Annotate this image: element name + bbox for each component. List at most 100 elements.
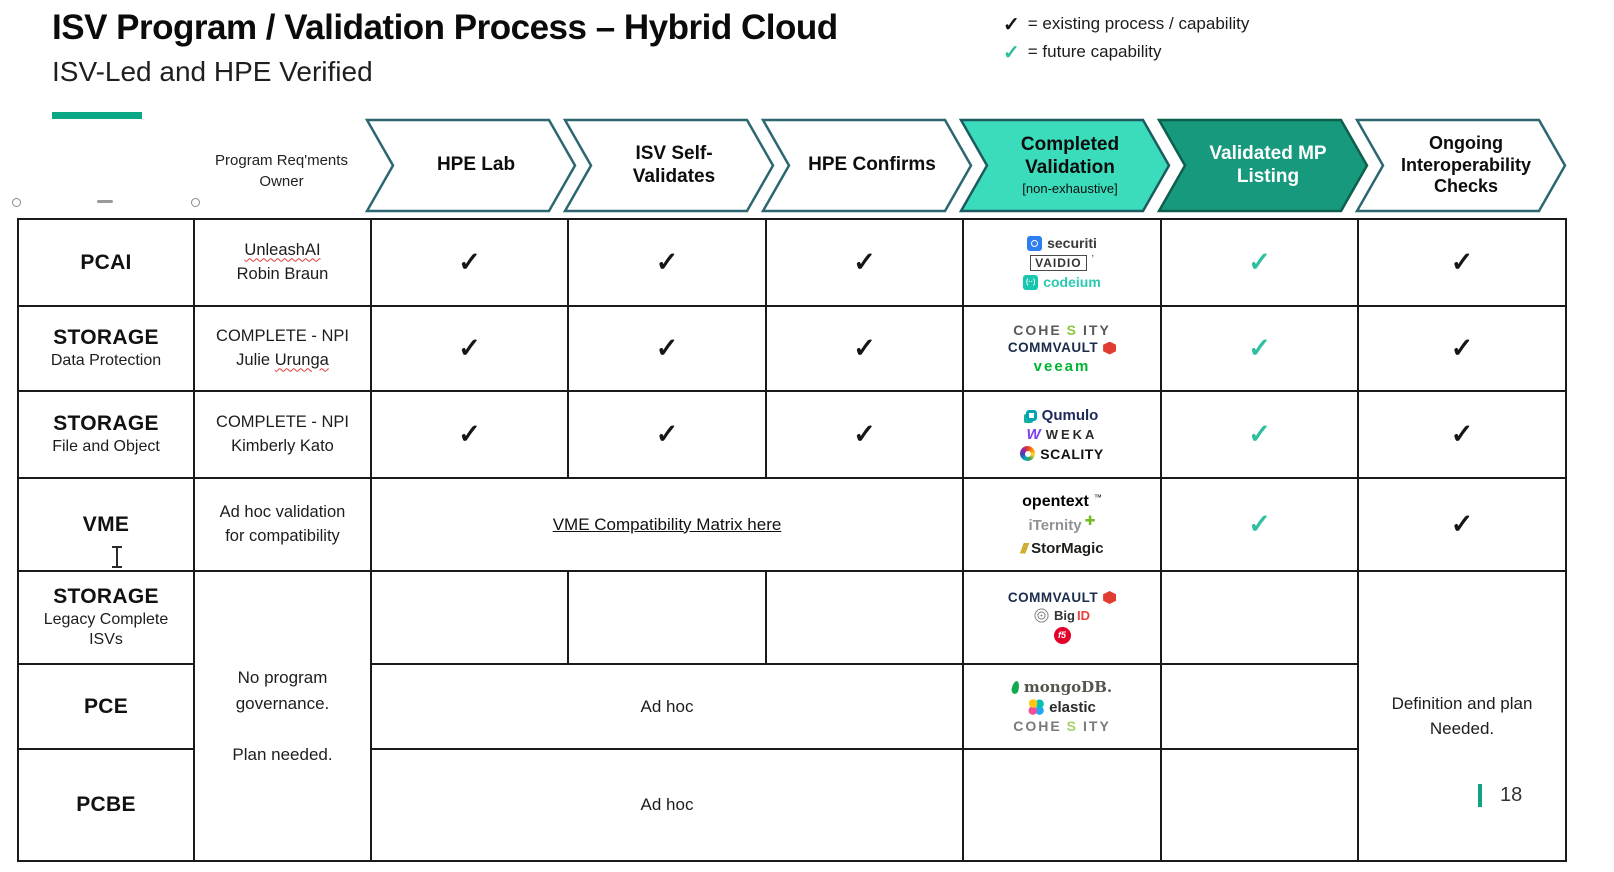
check-existing-icon: ✓	[655, 247, 679, 277]
chevron-ongoing-interoperability: Ongoing Interoperability Checks	[1355, 118, 1567, 213]
elastic-icon	[1028, 699, 1045, 715]
accent-bar	[52, 112, 142, 119]
logo-commvault: COMMVAULT	[1008, 341, 1117, 355]
page-number-text: 18	[1500, 784, 1523, 806]
governance-note: No program governance. Plan needed.	[232, 668, 333, 764]
chevron-hpe-confirms: HPE Confirms	[761, 118, 973, 213]
adhoc-cell-pce: Ad hoc	[372, 665, 962, 748]
program-cell-storage-fo: STORAGE File and Object	[19, 392, 193, 477]
program-title: PCAI	[80, 250, 132, 274]
program-subtitle: File and Object	[52, 438, 160, 455]
page-number-accent-bar	[1478, 784, 1482, 807]
program-subtitle: Legacy Complete ISVs	[43, 611, 169, 648]
program-cell-storage-legacy: STORAGE Legacy Complete ISVs	[19, 572, 193, 663]
program-title: PCE	[83, 694, 129, 718]
chevron-shape	[365, 118, 577, 213]
check-existing-icon: ✓	[1450, 419, 1474, 449]
owner-line: Robin Braun	[236, 264, 329, 283]
logo-cell-pcai: securiti VAIDIO’ (··)codeium	[964, 220, 1160, 305]
check-existing-icon: ✓	[458, 247, 481, 277]
commvault-icon	[1103, 341, 1117, 355]
iternity-icon: ✚	[1084, 512, 1096, 528]
program-title: STORAGE	[53, 326, 159, 349]
check-future-icon: ✓	[1248, 509, 1271, 539]
legend-existing: ✓ = existing process / capability	[1003, 10, 1249, 38]
program-title: STORAGE	[53, 585, 159, 608]
cell-check: ✓	[1162, 307, 1357, 390]
program-title: PCBE	[76, 793, 136, 816]
logo-veeam: veeam	[1033, 357, 1091, 375]
check-existing-icon: ✓	[458, 419, 481, 449]
check-existing-icon: ✓	[458, 333, 481, 363]
owner-cell-vme: Ad hoc validation for compatibility	[195, 479, 370, 570]
empty-cell	[372, 572, 567, 663]
cell-check: ✓	[372, 220, 567, 305]
empty-cell	[1162, 665, 1357, 748]
logo-mongodb: mongoDB.	[1010, 680, 1112, 695]
commvault-icon	[1103, 591, 1117, 604]
chevron-label: Completed Validation [non-exhaustive]	[985, 118, 1155, 213]
owner-cell-pcai: UnleashAI Robin Braun	[195, 220, 370, 305]
slide-subtitle: ISV-Led and HPE Verified	[52, 56, 373, 87]
chevron-isv-self-validates: ISV Self- Validates	[563, 118, 775, 213]
check-future-icon: ✓	[1248, 333, 1271, 363]
scality-icon	[1020, 446, 1036, 461]
program-cell-vme: VME	[19, 479, 193, 570]
slide-title: ISV Program / Validation Process – Hybri…	[52, 8, 838, 47]
governance-note-cell: No program governance. Plan needed.	[195, 572, 370, 860]
codeium-icon: (··)	[1023, 274, 1039, 290]
weka-icon: W	[1026, 426, 1041, 443]
logo-scality: SCALITY	[1020, 446, 1103, 461]
definition-note: Definition and plan Needed.	[1391, 693, 1533, 739]
program-cell-storage-dp: STORAGE Data Protection	[19, 307, 193, 390]
owner-line: for compatibility	[225, 526, 340, 545]
chevron-completed-validation: Completed Validation [non-exhaustive]	[959, 118, 1171, 213]
program-cell-pcbe: PCBE	[19, 750, 193, 860]
legend: ✓ = existing process / capability ✓ = fu…	[1003, 10, 1249, 66]
chevron-label: HPE Lab	[436, 154, 516, 176]
logo-securiti: securiti	[1027, 235, 1097, 251]
logo-f5: f5	[1053, 627, 1071, 645]
check-existing-icon: ✓	[1450, 509, 1474, 539]
cell-check: ✓	[1162, 392, 1357, 477]
cell-check: ✓	[1359, 307, 1565, 390]
chevron-label: ISV Self- Validates	[632, 142, 716, 187]
check-existing-icon: ✓	[1450, 247, 1474, 277]
cell-check: ✓	[372, 392, 567, 477]
selection-handle	[191, 198, 200, 207]
chevron-validated-mp-listing: Validated MP Listing	[1157, 118, 1369, 213]
empty-cell	[569, 572, 765, 663]
program-cell-pcai: PCAI	[19, 220, 193, 305]
check-existing-icon: ✓	[1003, 13, 1020, 36]
selection-handle	[12, 198, 21, 207]
owner-line: UnleashAI	[244, 240, 321, 259]
logo-codeium: (··)codeium	[1023, 274, 1101, 290]
empty-cell	[1162, 572, 1357, 663]
vme-compatibility-link[interactable]: VME Compatibility Matrix here	[552, 514, 782, 534]
legend-future-label: = future capability	[1027, 42, 1162, 61]
f5-icon: f5	[1053, 627, 1071, 645]
owner-line: Ad hoc validation	[219, 502, 346, 521]
validation-table: PCAI UnleashAI Robin Braun ✓ ✓ ✓ securit…	[17, 218, 1567, 862]
check-existing-icon: ✓	[853, 247, 876, 277]
page-number: 18	[1478, 784, 1522, 807]
owner-line: Kimberly Kato	[231, 436, 334, 455]
owner-column-header: Program Req'ments Owner	[215, 152, 348, 190]
empty-cell	[1162, 750, 1357, 860]
cell-check: ✓	[372, 307, 567, 390]
program-title: VME	[82, 512, 130, 536]
mongodb-leaf-icon	[1010, 680, 1021, 695]
vme-matrix-cell: VME Compatibility Matrix here	[372, 479, 962, 570]
logo-qumulo: Qumulo	[1025, 408, 1098, 423]
logo-commvault: COMMVAULT	[1008, 591, 1117, 605]
check-existing-icon: ✓	[655, 419, 679, 449]
empty-cell	[964, 750, 1160, 860]
adhoc-cell-pcbe: Ad hoc	[372, 750, 962, 860]
